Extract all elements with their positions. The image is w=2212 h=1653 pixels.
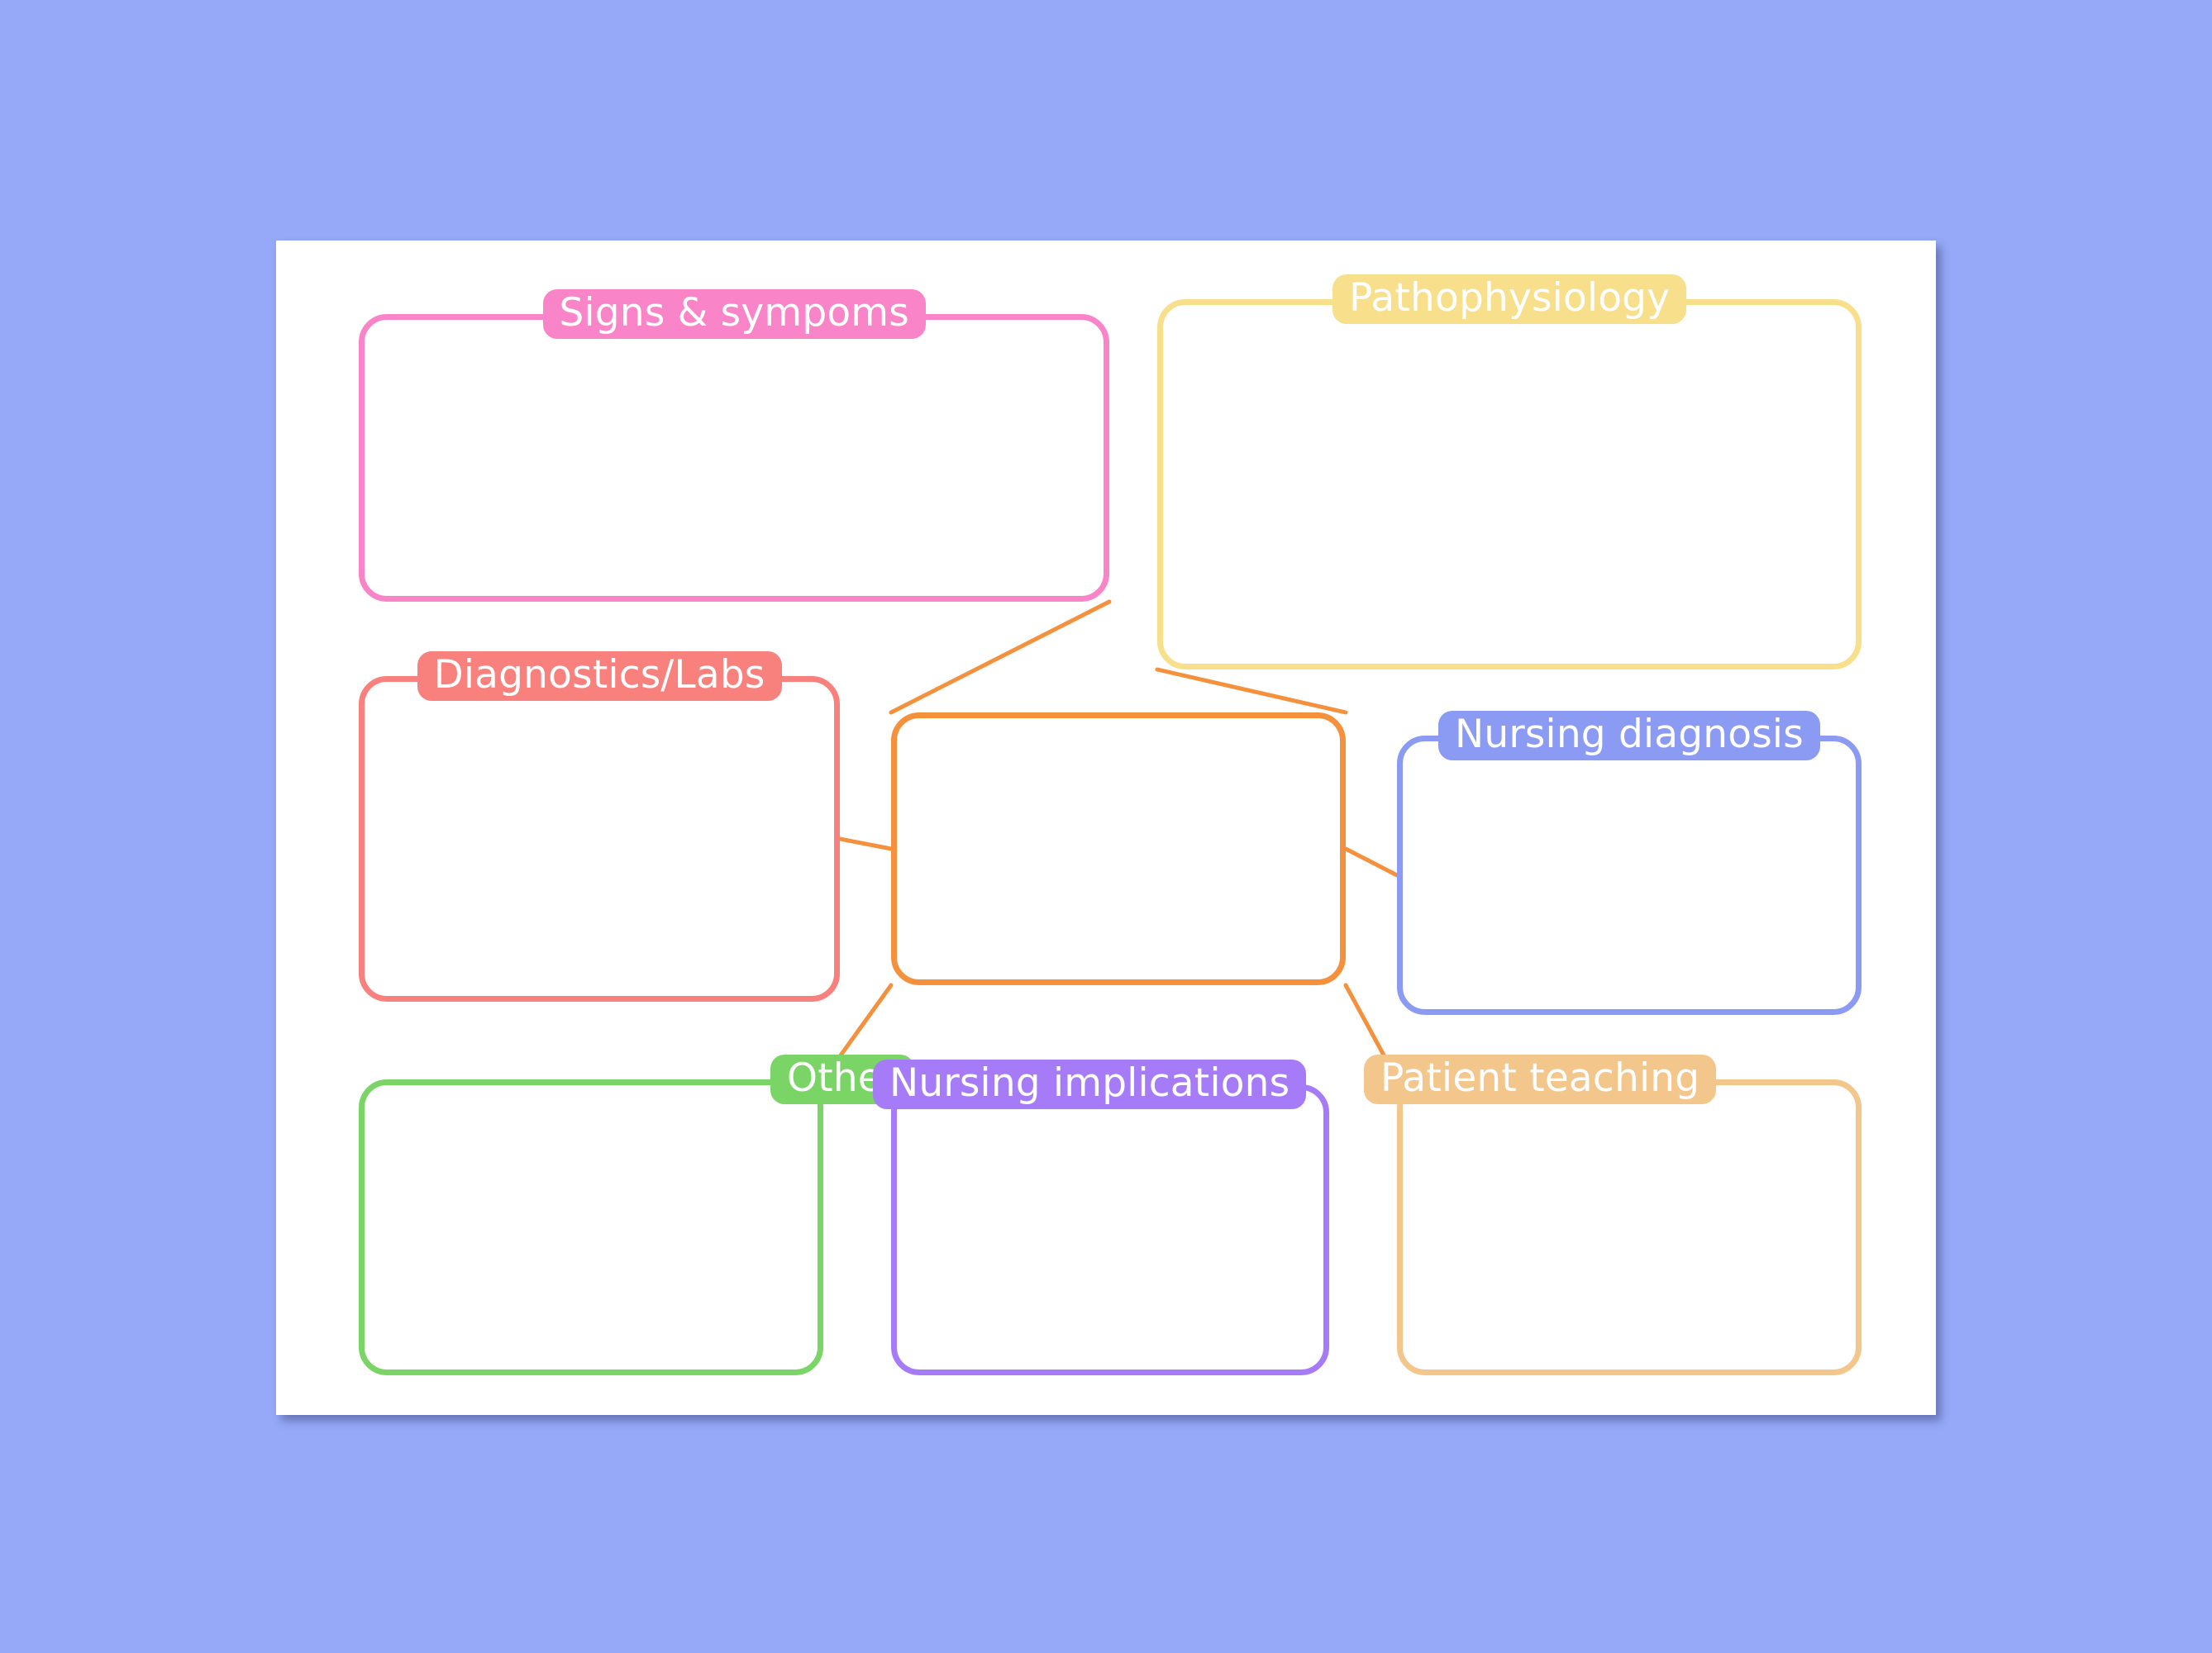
node-box-central-topic[interactable] [891, 712, 1346, 985]
node-label-text: Patient teaching [1380, 1055, 1700, 1101]
node-box-signs-symptoms[interactable] [359, 314, 1109, 602]
node-label-diagnostics-labs: Diagnostics/Labs [417, 651, 782, 701]
node-label-nursing-diagnosis: Nursing diagnosis [1438, 711, 1820, 760]
connector-central-topic-to-diagnostics-labs [837, 836, 894, 851]
node-label-text: Nursing diagnosis [1455, 711, 1804, 757]
node-label-text: Nursing implications [889, 1060, 1290, 1106]
node-label-text: Diagnostics/Labs [433, 651, 765, 698]
node-box-patient-teaching[interactable] [1397, 1079, 1862, 1375]
node-box-nursing-diagnosis[interactable] [1397, 736, 1862, 1015]
node-box-nursing-implications[interactable] [891, 1084, 1329, 1375]
node-label-pathophysiology: Pathophysiology [1332, 274, 1687, 324]
connector-central-topic-to-signs-symptoms [889, 599, 1112, 715]
node-box-diagnostics-labs[interactable] [359, 676, 840, 1002]
node-label-patient-teaching: Patient teaching [1364, 1055, 1717, 1104]
node-label-text: Signs & sympoms [559, 289, 909, 336]
node-box-pathophysiology[interactable] [1157, 299, 1862, 669]
node-label-nursing-implications: Nursing implications [873, 1060, 1307, 1109]
node-label-signs-symptoms: Signs & sympoms [542, 289, 926, 339]
connector-central-topic-to-nursing-diagnosis [1343, 846, 1399, 878]
node-label-text: Pathophysiology [1349, 274, 1671, 321]
connector-central-topic-to-pathophysiology [1155, 667, 1348, 715]
node-box-other[interactable] [359, 1079, 823, 1375]
